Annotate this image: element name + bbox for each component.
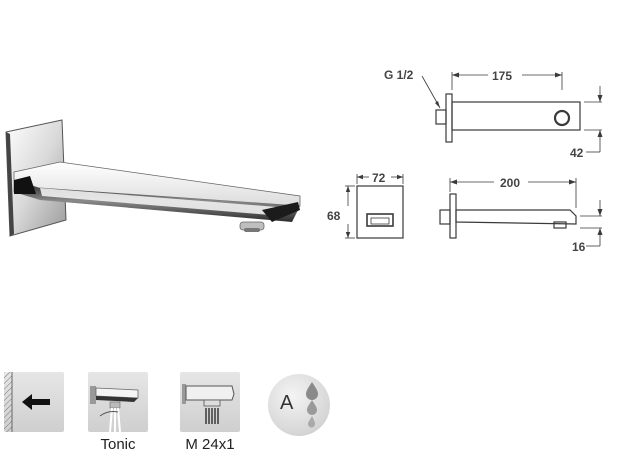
aerator-caption: M 24x1 bbox=[185, 436, 235, 453]
wall-mount-icon bbox=[4, 372, 64, 432]
tonic-icon bbox=[88, 372, 148, 433]
tonic-caption: Tonic bbox=[100, 436, 136, 453]
water-drop-icon bbox=[306, 382, 318, 400]
length-175-label: 175 bbox=[492, 69, 512, 83]
water-class-badge: A bbox=[268, 374, 330, 436]
wall-plate-outline bbox=[445, 93, 453, 143]
thread-size-label: G 1/2 bbox=[384, 68, 414, 82]
front-view-drawing: 72 68 bbox=[327, 171, 404, 239]
top-view-drawing: G 1/2 175 42 bbox=[384, 68, 603, 160]
product-photo bbox=[5, 119, 301, 237]
plate-front-outline bbox=[356, 185, 404, 239]
spout-body bbox=[13, 161, 301, 222]
side-connection-stub bbox=[439, 209, 451, 225]
side-spout-outline bbox=[455, 209, 577, 225]
height-68-label: 68 bbox=[327, 209, 341, 223]
aerator-icon bbox=[180, 372, 240, 432]
outlet-circle bbox=[553, 109, 571, 127]
height-16-label: 16 bbox=[572, 240, 586, 252]
side-plate-outline bbox=[449, 193, 457, 239]
water-class-letter: A bbox=[280, 392, 294, 414]
connection-stub bbox=[435, 109, 447, 125]
side-view-drawing: 200 16 bbox=[439, 176, 603, 252]
width-72-label: 72 bbox=[372, 171, 386, 185]
height-42-label: 42 bbox=[570, 146, 584, 160]
aerator bbox=[239, 221, 265, 232]
side-aerator-outline bbox=[553, 221, 567, 229]
spout-front-outline bbox=[366, 213, 394, 227]
spout-outline bbox=[451, 101, 581, 131]
length-200-label: 200 bbox=[500, 176, 520, 190]
